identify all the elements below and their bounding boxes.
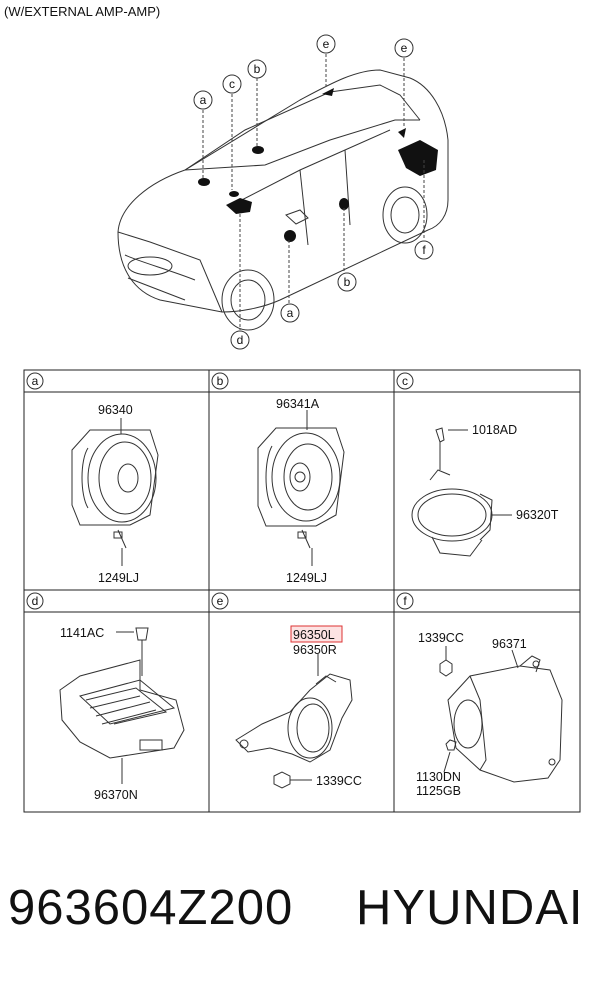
cell-b-header: b (211, 372, 229, 390)
callout-b-top: b (247, 59, 267, 79)
part-number: 963604Z200 (8, 881, 294, 935)
svg-text:a: a (287, 306, 294, 320)
svg-text:a: a (200, 93, 207, 107)
cell-e-header: e (211, 592, 229, 610)
part-96350L: 96350L (293, 628, 335, 642)
car-illustration (117, 69, 449, 331)
speaker-96350-drawing (235, 673, 353, 789)
svg-text:a: a (32, 374, 39, 388)
amplifier-96370N-drawing (59, 627, 185, 759)
cell-f: 1339CC 96371 1130DN 1125GB (416, 631, 563, 798)
part-96320T: 96320T (516, 508, 559, 522)
part-1125GB: 1125GB (416, 784, 461, 798)
part-96340: 96340 (98, 403, 133, 417)
svg-text:d: d (237, 333, 244, 347)
part-1130DN: 1130DN (416, 770, 461, 784)
cell-d-header: d (26, 592, 44, 610)
parts-grid (23, 369, 581, 813)
part-1339CC-f: 1339CC (418, 631, 464, 645)
part-1018AD: 1018AD (472, 423, 517, 437)
subwoofer-96371-drawing (439, 655, 563, 783)
svg-text:f: f (422, 243, 426, 257)
callout-c: c (222, 74, 242, 94)
part-96370N: 96370N (94, 788, 138, 802)
part-96350R: 96350R (293, 643, 337, 657)
part-1249LJ-a: 1249LJ (98, 571, 139, 585)
diagram-title: (W/EXTERNAL AMP-AMP) (4, 4, 161, 19)
part-96341A: 96341A (276, 397, 320, 411)
svg-text:b: b (254, 62, 261, 76)
speaker-96341A-drawing (257, 427, 345, 549)
callout-f: f (414, 240, 434, 260)
cell-f-header: f (396, 592, 414, 610)
part-96350L-highlight (290, 625, 343, 643)
tweeter-96320T-drawing (411, 427, 493, 557)
part-1249LJ-b: 1249LJ (286, 571, 327, 585)
svg-text:c: c (229, 77, 235, 91)
cell-d: 1141AC 96370N (59, 626, 185, 802)
speaker-96340-drawing (71, 429, 159, 549)
cell-headers: a b c d e f (26, 372, 414, 610)
cell-a-header: a (26, 372, 44, 390)
speaker-location-marks (198, 88, 438, 242)
svg-text:e: e (323, 37, 330, 51)
car-callouts: a b c e e f b a d (193, 34, 434, 350)
callout-e-roof: e (316, 34, 336, 54)
cell-c-header: c (396, 372, 414, 390)
svg-text:d: d (32, 594, 39, 608)
svg-text:f: f (403, 594, 407, 608)
callout-d: d (230, 330, 250, 350)
callout-a-top: a (193, 90, 213, 110)
cell-a: 96340 1249LJ (71, 403, 159, 585)
leader-lines (202, 54, 425, 330)
svg-text:b: b (217, 374, 224, 388)
cell-b: 96341A 1249LJ (257, 397, 345, 585)
svg-text:b: b (344, 275, 351, 289)
part-1339CC-e: 1339CC (316, 774, 362, 788)
callout-a-door: a (280, 303, 300, 323)
callout-e-rear: e (394, 38, 414, 58)
cell-c: 1018AD 96320T (411, 423, 559, 557)
part-1141AC: 1141AC (60, 626, 104, 640)
svg-text:e: e (217, 594, 224, 608)
callout-b-door: b (337, 272, 357, 292)
svg-text:c: c (402, 374, 408, 388)
svg-text:e: e (401, 41, 408, 55)
brand-name: HYUNDAI (356, 881, 584, 935)
part-96371: 96371 (492, 637, 527, 651)
cell-e: 96350L 96350R 1339CC (235, 625, 362, 789)
